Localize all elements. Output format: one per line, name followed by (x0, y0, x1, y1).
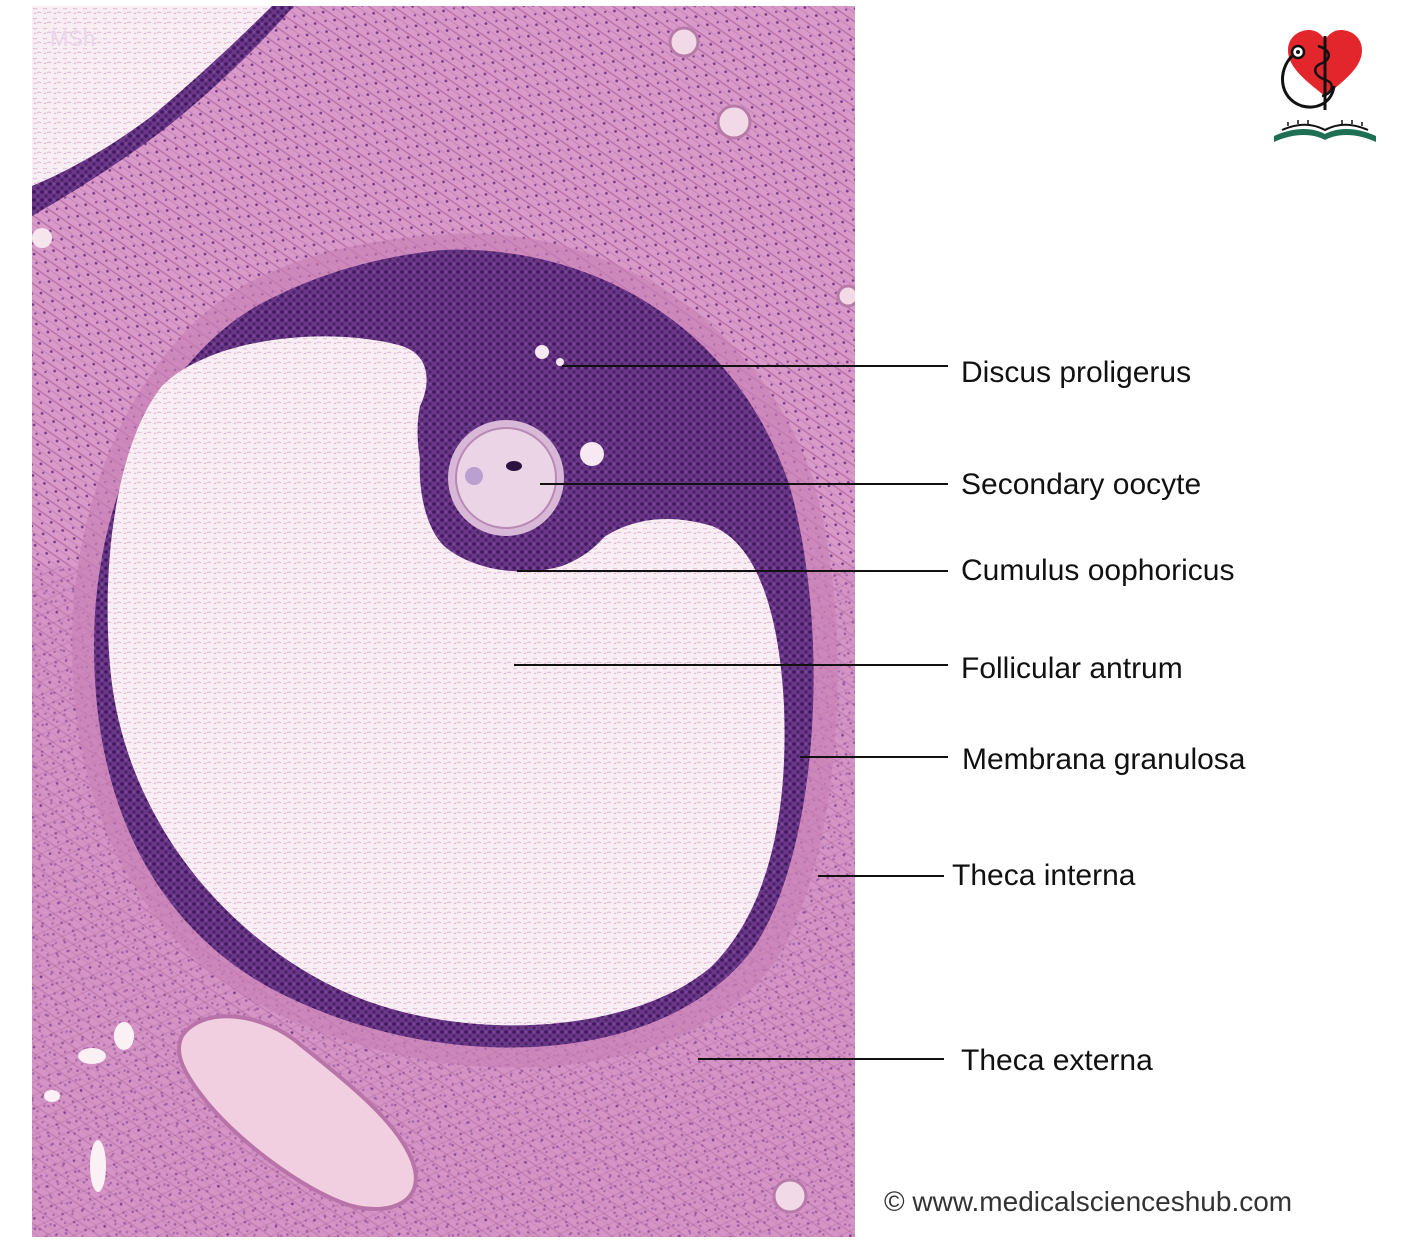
micrograph-illustration (32, 6, 855, 1237)
label-follicular-antrum: Follicular antrum (961, 652, 1183, 685)
label-discus-proligerus: Discus proligerus (961, 356, 1192, 389)
ovarian-follicle-micrograph (32, 6, 855, 1237)
label-membrana-granulosa: Membrana granulosa (962, 743, 1246, 776)
copyright-credit: © www.medicalscienceshub.com (884, 1186, 1293, 1217)
label-secondary-oocyte: Secondary oocyte (961, 468, 1202, 501)
heart-caduceus-book-logo (1274, 30, 1376, 142)
label-theca-externa: Theca externa (961, 1044, 1153, 1077)
label-theca-interna: Theca interna (952, 859, 1136, 892)
author-watermark: MSh (50, 26, 96, 51)
label-cumulus-oophoricus: Cumulus oophoricus (961, 554, 1235, 587)
